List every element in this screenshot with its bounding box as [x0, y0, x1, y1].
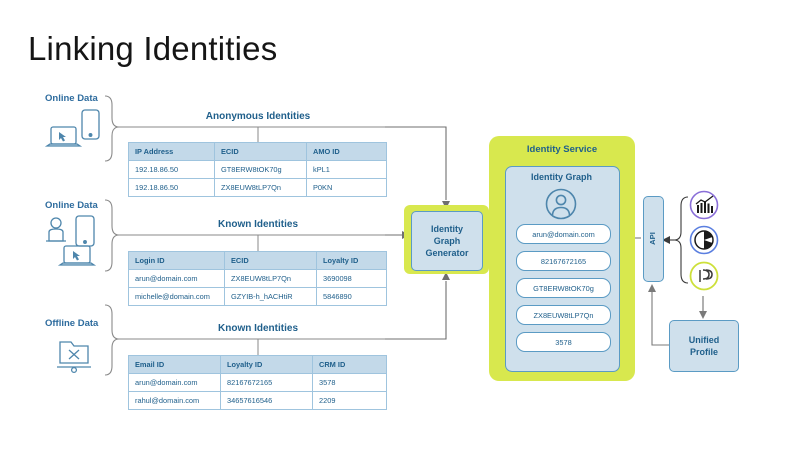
column-header: CRM ID — [312, 355, 387, 374]
source-label-offline: Offline Data — [45, 318, 99, 329]
brace-offline-1 — [104, 304, 120, 376]
table-cell: kPL1 — [306, 160, 387, 179]
table-known-identities-2: Email ID Loyalty ID CRM ID arun@domain.c… — [128, 355, 387, 410]
column-header: IP Address — [128, 142, 215, 161]
person-icon — [46, 217, 66, 242]
section-title-known-1: Known Identities — [218, 219, 298, 230]
column-header: Email ID — [128, 355, 221, 374]
arrowhead-to-profile — [699, 311, 707, 319]
folder-x-icon — [57, 341, 91, 374]
table-cell: 3690098 — [316, 269, 387, 288]
feed-known2-to-generator — [385, 281, 447, 340]
generator-line-2: Graph — [433, 236, 461, 246]
table-cell: 34657616546 — [220, 391, 313, 410]
smartphone-icon — [75, 215, 95, 247]
laptop-cursor-icon — [57, 245, 97, 266]
identity-chip: 82167672165 — [516, 251, 611, 271]
identity-graph-generator-box: Identity Graph Generator — [411, 211, 483, 271]
identity-chip: 3578 — [516, 332, 611, 352]
table-row: arun@domain.com ZX8EUW8tLP7Qn 3690098 — [128, 269, 387, 288]
table-cell: arun@domain.com — [128, 373, 221, 392]
table-cell: michelle@domain.com — [128, 287, 225, 306]
identity-service-title: Identity Service — [526, 144, 598, 155]
identity-chip: GT8ERW8tOK70g — [516, 278, 611, 298]
source-icons-online-1 — [44, 109, 100, 147]
column-header: Loyalty ID — [220, 355, 313, 374]
identity-graph-title: Identity Graph — [530, 172, 592, 182]
table-anonymous-identities: IP Address ECID AMO ID 192.18.86.50 GT8E… — [128, 142, 387, 197]
table-row: arun@domain.com 82167672165 3578 — [128, 373, 387, 392]
table-cell: ZX8EUW8tLP7Qn — [214, 178, 307, 197]
identity-graph-generator-label: Identity Graph Generator — [425, 223, 468, 259]
table-cell: 82167672165 — [220, 373, 313, 392]
source-icons-offline — [57, 341, 91, 374]
api-label-text: API — [647, 231, 657, 245]
column-header: Loyalty ID — [316, 251, 387, 270]
table-cell: rahul@domain.com — [128, 391, 221, 410]
column-header: ECID — [224, 251, 317, 270]
source-label-online-2: Online Data — [45, 200, 98, 211]
arrowhead-products-to-api — [662, 236, 670, 244]
table-row: 192.18.86.50 GT8ERW8tOK70g kPL1 — [128, 160, 387, 179]
campaign-icon — [689, 261, 719, 291]
unified-profile-box: Unified Profile — [669, 320, 739, 372]
table-cell: 2209 — [312, 391, 387, 410]
table-cell: arun@domain.com — [128, 269, 225, 288]
source-icons-online-2 — [46, 215, 97, 266]
analytics-bar-chart-icon — [689, 190, 719, 220]
table-row: rahul@domain.com 34657616546 2209 — [128, 391, 387, 410]
table-cell: P0KN — [306, 178, 387, 197]
table-cell: ZX8EUW8tLP7Qn — [224, 269, 317, 288]
table-cell: 5846890 — [316, 287, 387, 306]
smartphone-icon — [81, 109, 100, 140]
table-cell: 192.18.86.50 — [128, 178, 215, 197]
api-label: API — [643, 196, 662, 280]
column-header: AMO ID — [306, 142, 387, 161]
identity-chip: arun@domain.com — [516, 224, 611, 244]
table-cell: GZYIB-h_hACHtiR — [224, 287, 317, 306]
table-header-row: Login ID ECID Loyalty ID — [128, 251, 387, 270]
table-cell: 3578 — [312, 373, 387, 392]
column-header: Login ID — [128, 251, 225, 270]
unified-profile-line-1: Unified — [688, 335, 720, 345]
arrowhead-profile-to-api — [648, 284, 656, 292]
api-bar — [643, 196, 664, 282]
table-cell: 192.18.86.50 — [128, 160, 215, 179]
brace-products — [673, 196, 689, 284]
table-cell: GT8ERW8tOK70g — [214, 160, 307, 179]
section-title-known-2: Known Identities — [218, 323, 298, 334]
brace-online-1 — [104, 95, 120, 162]
unified-profile-label: Unified Profile — [689, 334, 720, 358]
table-header-row: IP Address ECID AMO ID — [128, 142, 387, 161]
table-row: 192.18.86.50 ZX8EUW8tLP7Qn P0KN — [128, 178, 387, 197]
line-profile-to-api — [651, 290, 669, 346]
table-row: michelle@domain.com GZYIB-h_hACHtiR 5846… — [128, 287, 387, 306]
unified-profile-line-2: Profile — [689, 347, 718, 357]
feed-anon-to-generator — [385, 126, 447, 200]
table-header-row: Email ID Loyalty ID CRM ID — [128, 355, 387, 374]
arrowhead-bottom — [442, 272, 450, 280]
section-title-anonymous: Anonymous Identities — [205, 111, 311, 122]
generator-line-1: Identity — [430, 224, 463, 234]
target-pie-chart-icon — [689, 225, 719, 255]
generator-line-3: Generator — [425, 248, 469, 258]
column-header: ECID — [214, 142, 307, 161]
identity-chip: ZX8EUW8tLP7Qn — [516, 305, 611, 325]
page-title: Linking Identities — [28, 30, 278, 67]
table-known-identities-1: Login ID ECID Loyalty ID arun@domain.com… — [128, 251, 387, 306]
source-label-online-1: Online Data — [45, 93, 98, 104]
user-avatar-icon — [545, 188, 577, 220]
